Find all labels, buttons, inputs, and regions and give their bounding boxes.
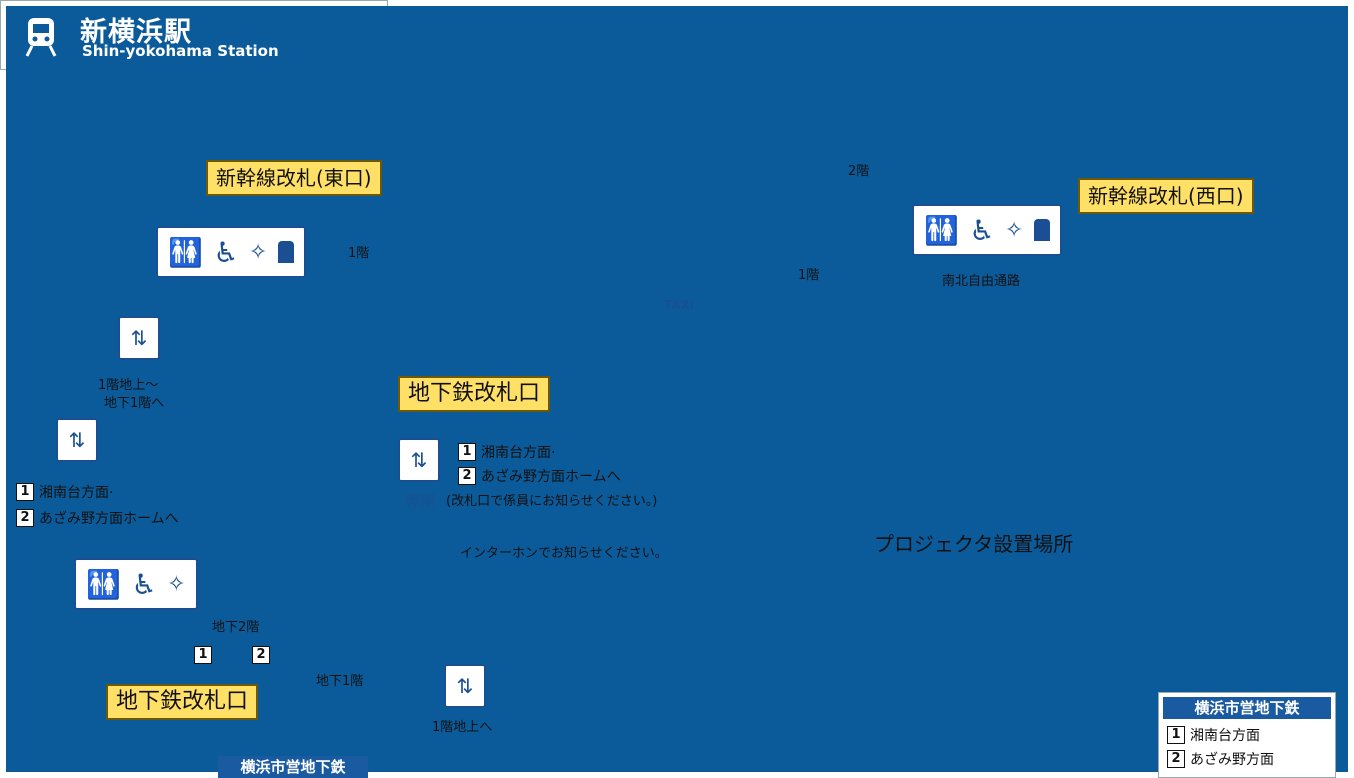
elevator-icon-upper-left: ⇅	[118, 316, 160, 360]
wheelchair-icon: ♿	[213, 235, 239, 269]
floor-label-b1: 地下1階	[316, 674, 364, 689]
train-icon	[25, 18, 57, 57]
elevator-upper-label-line2: 地下1階へ	[104, 396, 165, 411]
toilet-icon: 🚻	[86, 567, 122, 601]
projector-location-label: プロジェクタ設置場所	[874, 532, 1074, 556]
platform-number: 1	[458, 443, 476, 461]
platform-direction-text: あざみ野方面ホームへ	[481, 469, 621, 485]
toilet-icon: 🚻	[924, 213, 960, 247]
restroom-facilities-box-right: 🚻 ♿ ✧	[912, 204, 1062, 256]
elevator-upper-label-line1: 1階地上〜	[98, 378, 159, 393]
ostomate-icon	[1033, 219, 1050, 241]
platform-number: 2	[16, 509, 34, 527]
shinkansen-west-gate-label: 新幹線改札(西口)	[1078, 178, 1254, 214]
station-name-jp: 新横浜駅	[80, 17, 192, 48]
platform-mid-row-1: 1 湘南台方面·	[458, 442, 555, 462]
taxi-label: TAXI	[664, 298, 695, 312]
platform-direction-text: 湘南台方面·	[39, 485, 114, 501]
platform-left-row-1: 1 湘南台方面·	[16, 482, 113, 502]
wheelchair-icon: ♿	[131, 567, 157, 601]
restroom-facilities-box-upper-left: 🚻 ♿ ✧	[156, 226, 306, 278]
baby-care-icon: ✧	[167, 571, 186, 597]
station-name-en: Shin-yokohama Station	[82, 42, 279, 60]
elevator-bottom-label: 1階地上へ	[432, 720, 493, 735]
north-south-passage-label: 南北自由通路	[942, 274, 1021, 289]
baby-care-icon: ✧	[248, 239, 268, 265]
dedicated-note-label: (改札口で係員にお知らせください。)	[446, 494, 658, 509]
legend-item-2: 2 あざみ野方面	[1167, 749, 1274, 769]
subway-gate-label-lower: 地下鉄改札口	[106, 684, 259, 720]
shinkansen-east-gate-label: 新幹線改札(東口)	[206, 160, 382, 196]
elevator-icon-dedicated: ⇅	[398, 438, 440, 482]
elevator-icon-left: ⇅	[56, 418, 98, 462]
platform-direction-text: あざみ野方面ホームへ	[39, 511, 179, 527]
legend-item-1: 1 湘南台方面	[1167, 725, 1260, 745]
floor-label-2f: 2階	[848, 164, 870, 179]
platform-number: 1	[16, 483, 34, 501]
platform-mid-row-2: 2 あざみ野方面ホームへ	[458, 466, 621, 486]
legend-bottom-right-title: 横浜市営地下鉄	[1163, 697, 1331, 719]
platform-marker-1: 1	[194, 646, 217, 664]
floor-label-b2: 地下2階	[212, 620, 260, 635]
baby-care-icon: ✧	[1004, 217, 1024, 243]
intercom-label: インターホンでお知らせください。	[460, 546, 668, 561]
subway-gate-label-upper: 地下鉄改札口	[398, 376, 551, 412]
toilet-icon: 🚻	[168, 235, 204, 269]
ostomate-icon	[277, 241, 294, 263]
platform-number: 2	[458, 467, 476, 485]
floor-label-1f-left: 1階	[348, 246, 370, 261]
legend-bottom-right: 横浜市営地下鉄 1 湘南台方面 2 あざみ野方面	[1158, 692, 1336, 778]
wheelchair-icon: ♿	[969, 213, 995, 247]
platform-direction-text: 湘南台方面·	[481, 445, 556, 461]
floor-label-1f-right: 1階	[798, 268, 820, 283]
platform-left-row-2: 2 あざみ野方面ホームへ	[16, 508, 179, 528]
dedicated-label: 専用	[404, 492, 437, 511]
elevator-icon-bottom: ⇅	[444, 664, 486, 708]
platform-marker-2: 2	[252, 646, 275, 664]
legend-bottom-left-title: 横浜市営地下鉄	[218, 756, 368, 778]
restroom-facilities-box-lower-left: 🚻 ♿ ✧	[74, 558, 198, 610]
